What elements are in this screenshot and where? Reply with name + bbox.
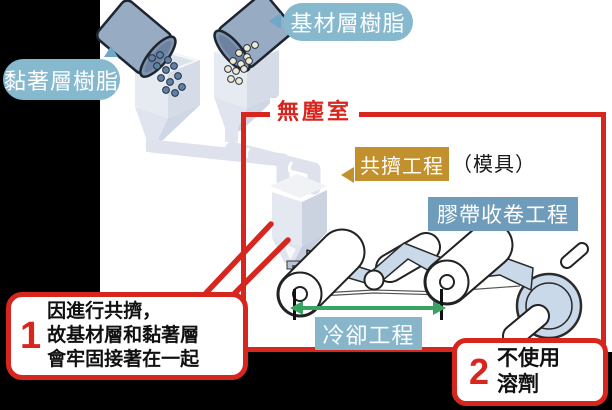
clean-room-label: 無塵室 (270, 98, 360, 125)
callout-2-line-2: 溶劑 (497, 373, 540, 396)
adhesive-resin-label: 黏著層樹脂 (3, 59, 120, 100)
callout-1-line-2: 故基材層和黏著層 (47, 325, 200, 346)
tape-band-icon (306, 242, 534, 291)
coextrusion-label: 共擠工程 (355, 147, 449, 181)
roller-right-icon (423, 221, 514, 306)
pellets-adhesive-icon (148, 51, 186, 97)
callout-2-line-1: 不使用 (497, 347, 561, 370)
coextrusion-pointer-icon (341, 167, 354, 183)
mold-note-label: （模具） (452, 154, 536, 176)
roll-core-icon (502, 304, 550, 348)
callout-2-number: 2 (469, 351, 490, 392)
extruder-icon (270, 174, 327, 270)
winder-knob-icon (560, 242, 589, 269)
cooling-range-arrow-icon (290, 289, 446, 320)
roller-left-icon (276, 228, 366, 318)
callout-2-text: 不使用 溶劑 (497, 346, 560, 398)
callout-note-2: 2 不使用 溶劑 (452, 338, 608, 406)
callout-1-line-3: 會牢固接著在一起 (47, 349, 200, 370)
pellets-base-icon (224, 41, 259, 85)
roller-idler-icon (363, 269, 385, 291)
tape-winding-label: 膠帶收卷工程 (428, 197, 578, 231)
callout-1-text: 因進行共擠， 故基材層和黏著層 會牢固接著在一起 (47, 300, 199, 372)
bucket-base-icon (213, 0, 295, 72)
pointer-left-icon (269, 13, 281, 29)
pointer-up-icon (104, 46, 118, 57)
cooling-label: 冷卻工程 (315, 317, 422, 350)
callout-1-line-1: 因進行共擠， (47, 301, 162, 322)
callout-note-1: 1 因進行共擠， 故基材層和黏著層 會牢固接著在一起 (6, 292, 248, 380)
base-resin-label: 基材層樹脂 (283, 3, 413, 41)
clean-room-boundary (241, 112, 606, 352)
callout-1-number: 1 (20, 315, 42, 357)
